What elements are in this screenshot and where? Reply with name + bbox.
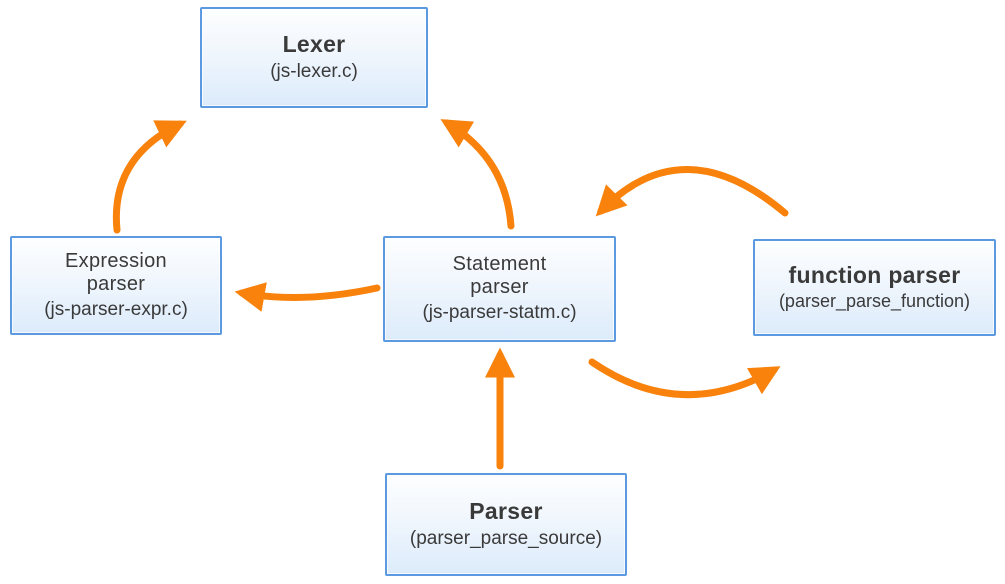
- node-parser: Parser (parser_parse_source): [385, 473, 627, 576]
- edge-expression-parser-to-lexer: [112, 120, 187, 234]
- edge-statement-parser-to-expression-parser: [234, 282, 381, 312]
- node-parser-subtitle: (parser_parse_source): [409, 527, 603, 549]
- node-expression-parser-subtitle: (js-parser-expr.c): [44, 298, 188, 320]
- edge-statement-parser-to-lexer: [440, 119, 515, 230]
- node-statement-parser-title: Statement parser: [452, 253, 547, 299]
- node-statement-parser: Statement parser (js-parser-statm.c): [383, 236, 616, 342]
- node-expression-parser: Expression parser (js-parser-expr.c): [10, 236, 222, 335]
- node-parser-title: Parser: [469, 498, 543, 525]
- node-function-parser: function parser (parser_parse_function): [753, 239, 996, 336]
- edge-function-parser-to-statement-parser: [595, 166, 789, 217]
- edge-statement-parser-to-function-parser: [588, 358, 781, 399]
- node-function-parser-subtitle: (parser_parse_function): [778, 291, 971, 312]
- node-expression-parser-title: Expression parser: [65, 249, 167, 295]
- node-lexer-subtitle: (js-lexer.c): [270, 60, 358, 82]
- node-statement-parser-subtitle: (js-parser-statm.c): [422, 302, 577, 324]
- node-function-parser-title: function parser: [788, 261, 961, 288]
- node-lexer: Lexer (js-lexer.c): [200, 7, 428, 108]
- node-lexer-title: Lexer: [282, 31, 346, 58]
